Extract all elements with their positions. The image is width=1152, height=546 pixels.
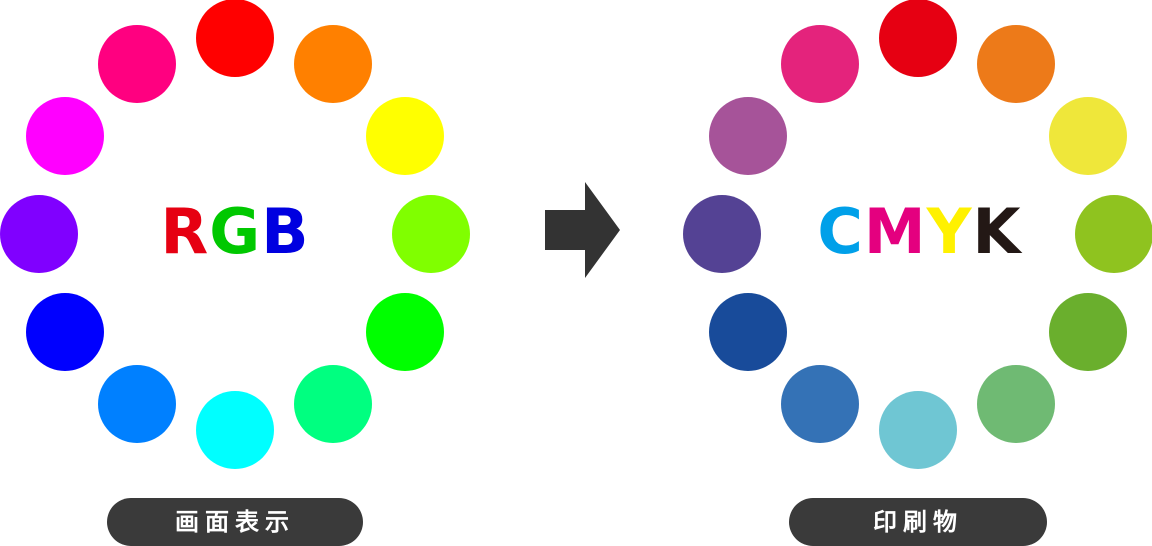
rgb-letter: B [261,195,310,268]
cmyk-color-dot [781,364,859,443]
cmyk-color-dot [781,25,859,104]
rgb-color-dot [365,97,444,175]
cmyk-color-dot [977,25,1055,104]
rgb-label: RGB [135,192,335,272]
rgb-color-dot [365,293,444,371]
cmyk-label: CMYK [797,192,1042,272]
rgb-color-dot [98,25,176,104]
cmyk-caption: 印刷物 [789,498,1047,546]
rgb-color-dot [98,364,176,443]
cmyk-color-dot [879,0,957,77]
cmyk-letter: K [972,195,1022,268]
rgb-color-dot [196,0,274,77]
rgb-letter: R [160,195,210,268]
rgb-color-dot [0,195,78,273]
cmyk-color-dot [709,97,788,175]
cmyk-color-dot [1075,195,1152,273]
rgb-color-dot [196,391,274,469]
cmyk-color-dot [879,391,957,469]
rgb-color-dot [392,195,470,273]
cmyk-letter: M [863,195,927,268]
cmyk-letter: Y [926,195,973,268]
cmyk-letter: C [817,195,864,268]
rgb-color-dot [294,364,372,443]
arrow-shape [545,182,620,278]
right-arrow-icon [545,182,620,278]
rgb-color-dot [26,97,105,175]
rgb-letter: G [209,195,262,268]
cmyk-color-dot [1048,97,1127,175]
cmyk-color-dot [977,364,1055,443]
rgb-caption: 画面表示 [107,498,363,546]
rgb-color-dot [26,293,105,371]
cmyk-color-dot [683,195,761,273]
cmyk-color-dot [1048,293,1127,371]
rgb-color-dot [294,25,372,104]
cmyk-color-dot [709,293,788,371]
